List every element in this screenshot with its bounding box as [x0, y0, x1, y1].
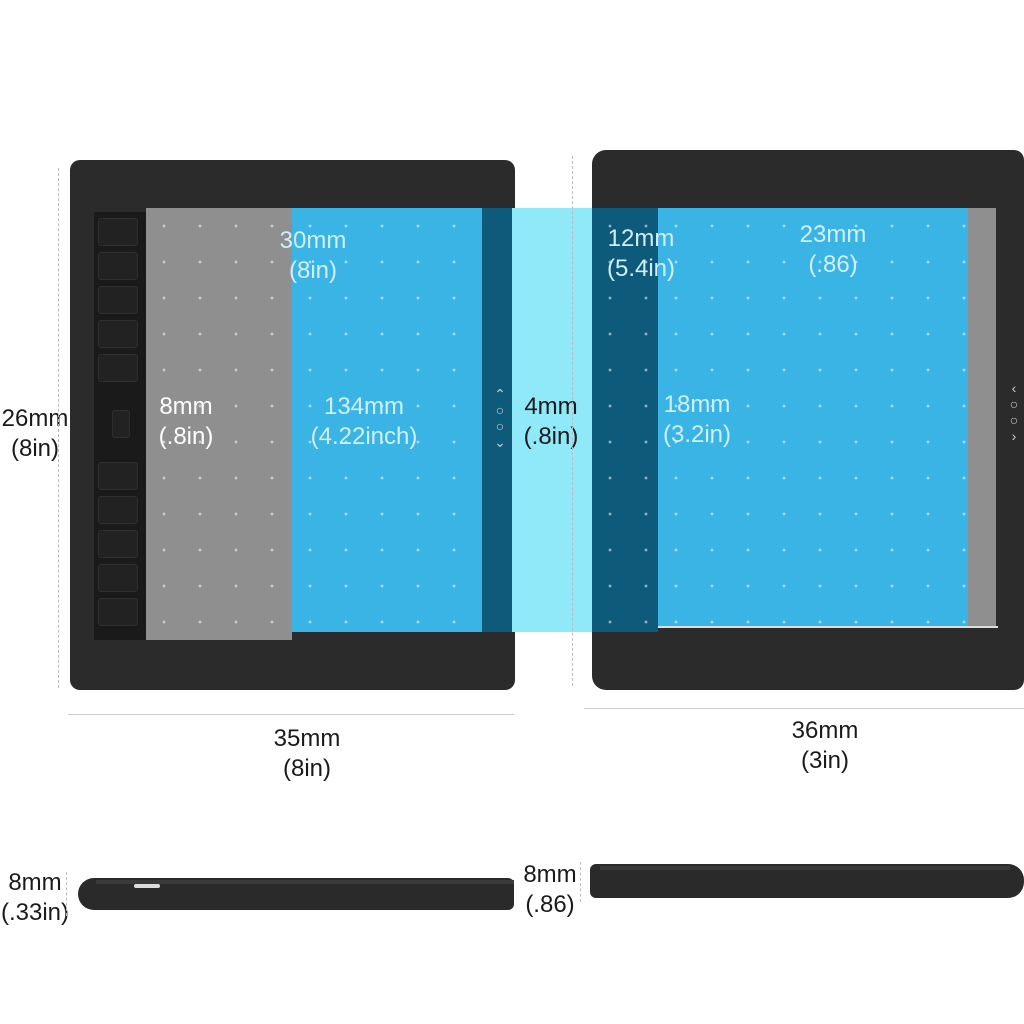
right-touch-ring-icon: ‹○○›	[1009, 380, 1019, 444]
label-line: 4mm	[524, 393, 578, 420]
right-side-view-top-edge	[600, 866, 1010, 870]
label-line: (4.22inch)	[310, 423, 418, 450]
express-key[interactable]	[98, 496, 138, 524]
touch-ring-icon: ⌃○○⌄	[494, 386, 506, 450]
express-key[interactable]	[98, 286, 138, 314]
label-line: (5.4in)	[606, 255, 676, 282]
label-line: (8in)	[288, 257, 337, 284]
grey-inactive-area	[146, 208, 292, 640]
right-dark-zone	[592, 208, 658, 632]
express-key[interactable]	[98, 252, 138, 280]
label-line: 26mm	[1, 405, 69, 432]
label-line: (.86)	[808, 251, 858, 278]
label-line: 8mm	[159, 393, 213, 420]
express-keys-panel	[94, 212, 146, 640]
label-line: 30mm	[279, 227, 347, 254]
right-active-area	[658, 208, 968, 626]
label-line: (.33in)	[0, 899, 70, 926]
express-key-small[interactable]	[112, 410, 130, 438]
label-right-thickness: 8mm (.86)	[508, 860, 592, 920]
dimension-line-thickness-left	[66, 872, 67, 916]
label-right-top-margin: 12mm (5.4in)	[590, 224, 692, 284]
left-side-view-top-edge	[96, 880, 514, 884]
label-overall-width-right: 36mm (3in)	[780, 716, 870, 776]
label-line: 134mm	[323, 393, 405, 420]
label-grey-area: 8mm (.8in)	[146, 392, 226, 452]
dimension-line-width-left	[68, 714, 514, 715]
left-active-area	[292, 208, 482, 632]
express-key[interactable]	[98, 564, 138, 592]
label-line: 35mm	[273, 725, 341, 752]
label-line: (.86)	[525, 891, 575, 918]
right-edge-strip	[968, 208, 996, 626]
label-left-thickness: 8mm (.33in)	[0, 868, 70, 928]
label-line: 12mm	[607, 225, 675, 252]
label-line: (3.2in)	[662, 421, 732, 448]
label-line: 8mm	[523, 861, 577, 888]
label-line: (8in)	[282, 755, 331, 782]
overlap-band-dark-left	[482, 208, 512, 632]
overlap-band-light	[512, 208, 592, 632]
express-key[interactable]	[98, 598, 138, 626]
label-left-active-width: 30mm (8in)	[268, 226, 358, 286]
express-key[interactable]	[98, 530, 138, 558]
express-key[interactable]	[98, 320, 138, 348]
label-line: 18mm	[663, 391, 731, 418]
label-line: 23mm	[799, 221, 867, 248]
label-right-active-width: 23mm (.86)	[788, 220, 878, 280]
express-key[interactable]	[98, 218, 138, 246]
express-key[interactable]	[98, 354, 138, 382]
right-active-area-bottom-line	[658, 626, 998, 628]
label-right-active-height: 18mm (3.2in)	[654, 390, 740, 450]
label-line: (.8in)	[523, 423, 579, 450]
label-line: (8in)	[10, 435, 59, 462]
left-side-view-port	[134, 884, 160, 888]
dimension-line-height-right	[572, 156, 573, 686]
label-side-margin: 4mm (.8in)	[516, 392, 586, 452]
label-overall-height-left: 26mm (8in)	[0, 404, 70, 464]
label-line: (3in)	[800, 747, 849, 774]
label-overall-width-left: 35mm (8in)	[262, 724, 352, 784]
dimension-line-height-left	[58, 168, 59, 688]
dimension-line-width-right	[584, 708, 1024, 709]
dimension-line-thickness-right	[580, 862, 581, 902]
label-left-active-height: 134mm (4.22inch)	[296, 392, 432, 452]
label-line: 8mm	[8, 869, 62, 896]
express-key[interactable]	[98, 462, 138, 490]
label-line: 36mm	[791, 717, 859, 744]
label-line: (.8in)	[158, 423, 214, 450]
